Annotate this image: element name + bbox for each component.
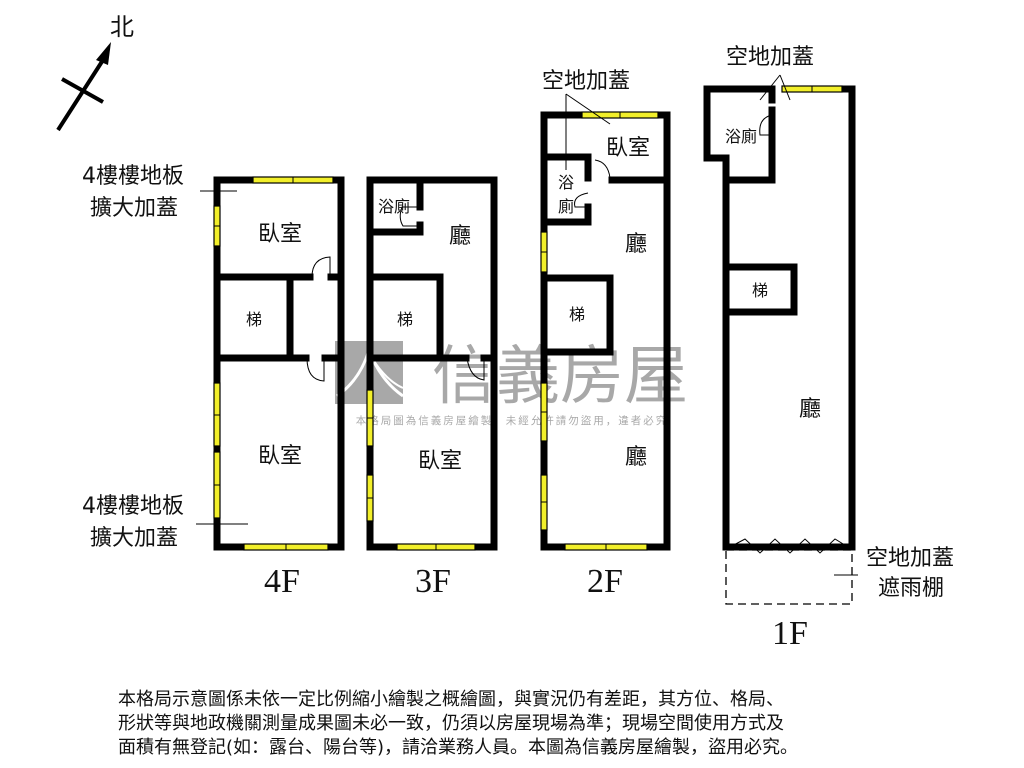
floor-2f: 空地加蓋 臥室 浴 廁 廳 梯 廳 2F	[540, 69, 671, 600]
room-label: 臥室	[418, 449, 462, 474]
room-label: 浴	[558, 173, 574, 192]
compass-label: 北	[110, 13, 134, 41]
room-label: 梯	[752, 281, 768, 300]
window	[366, 389, 476, 551]
window	[213, 176, 334, 551]
floor-1f: 空地加蓋 浴廁 梯 廳 空地加蓋 遮雨棚 1F	[703, 45, 954, 652]
disclaimer: 本格局示意圖係未依一定比例縮小繪製之概繪圖，與實況仍有差距，其方位、格局、 形狀…	[118, 688, 918, 760]
annotation-text: 擴大加蓋	[90, 196, 178, 221]
room-label: 梯	[246, 310, 262, 329]
annotation-text: 空地加蓋	[866, 546, 954, 571]
floor-label: 3F	[415, 563, 451, 600]
floor-label: 1F	[772, 615, 808, 652]
annotation-text: 4樓樓地板	[82, 164, 184, 189]
room-label: 臥室	[606, 136, 650, 161]
disclaimer-line: 面積有無登記(如：露台、陽台等)，請洽業務人員。本圖為信義房屋繪製，盜用必究。	[118, 737, 799, 758]
room-label: 廁	[558, 197, 574, 216]
annotation-text: 空地加蓋	[726, 45, 814, 70]
floor-label: 2F	[587, 563, 623, 600]
room-label: 廳	[799, 397, 821, 422]
room-label: 梯	[569, 305, 585, 324]
disclaimer-line: 本格局示意圖係未依一定比例縮小繪製之概繪圖，與實況仍有差距，其方位、格局、	[118, 689, 784, 710]
window	[540, 111, 659, 551]
disclaimer-line: 形狀等與地政機關測量成果圖未必一致，仍須以房屋現場為準；現場空間使用方式及	[118, 713, 784, 734]
room-label: 廳	[449, 224, 471, 249]
room-label: 廳	[625, 232, 647, 257]
window	[781, 85, 843, 93]
room-label: 梯	[397, 310, 413, 329]
annotation-text: 遮雨棚	[878, 576, 944, 601]
watermark: 信義房屋 本格局圖為信義房屋繪製，未經允許請勿盜用，違者必究	[335, 340, 688, 427]
room-label: 浴廁	[378, 197, 410, 216]
annotation-text: 4樓樓地板	[82, 494, 184, 519]
watermark-notice: 本格局圖為信義房屋繪製，未經允許請勿盜用，違者必究	[356, 414, 669, 427]
floor-4f: 臥室 梯 臥室 4樓樓地板 擴大加蓋 4樓樓地板 擴大加蓋 4F	[82, 164, 345, 600]
annotation-text: 擴大加蓋	[90, 526, 178, 551]
room-label: 浴廁	[725, 127, 757, 146]
awning-outline	[725, 549, 853, 605]
compass: 北	[56, 13, 134, 132]
floor-3f: 浴廁 廳 梯 臥室 3F	[366, 176, 498, 600]
room-label: 廳	[625, 445, 647, 470]
room-label: 臥室	[258, 444, 302, 469]
annotation-text: 空地加蓋	[542, 69, 630, 94]
north-arrow-icon	[56, 58, 105, 132]
floor-label: 4F	[264, 563, 300, 600]
room-label: 臥室	[258, 222, 302, 247]
